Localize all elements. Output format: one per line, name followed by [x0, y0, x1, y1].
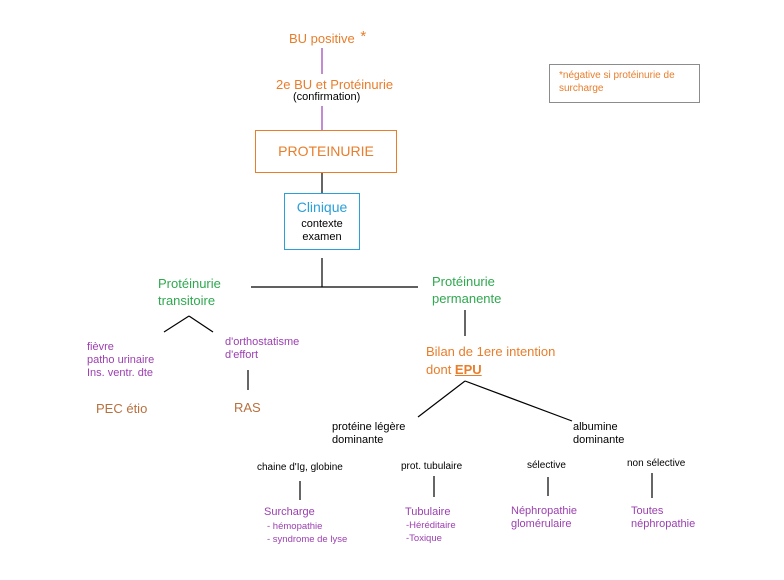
bilan-dont-text: dont [426, 362, 455, 377]
surcharge-item-lyse: - syndrome de lyse [267, 534, 348, 545]
proteinurie-box: PROTEINURIE [255, 130, 397, 173]
proteinurie-title: PROTEINURIE [278, 143, 374, 159]
legere-line1: protéine légère [332, 421, 406, 433]
non-selective-label: non sélective [627, 458, 686, 469]
transitoire-item-effort: d'effort [225, 349, 259, 361]
transitoire-item-ins-ventr: Ins. ventr. dte [87, 367, 154, 379]
note-line1: *négative si protéinurie de [559, 70, 675, 81]
clinique-contexte: contexte [301, 218, 343, 230]
epu-label: EPU [454, 362, 482, 377]
connector-transitoire-right [188, 315, 214, 333]
prot-tubulaire-label: prot. tubulaire [401, 461, 463, 472]
connector-bilan-left [417, 380, 466, 418]
connector-bilan-right [464, 380, 573, 422]
albumine-line2: dominante [573, 434, 625, 446]
transitoire-item-orthostatisme: d'orthostatisme [225, 336, 300, 348]
nephropathie-line1: Néphropathie [511, 505, 578, 517]
chaine-ig-label: chaine d'Ig, globine [257, 462, 343, 473]
clinique-box: Clinique contexte examen [284, 193, 360, 250]
bilan-line2: dont EPU [426, 362, 482, 378]
toutes-line2: néphropathie [631, 518, 696, 530]
surcharge-title: Surcharge [264, 506, 315, 518]
tubulaire-title: Tubulaire [405, 506, 451, 518]
bu-positive-label: BU positive * [289, 28, 367, 49]
permanente-line1: Protéinurie [432, 274, 495, 289]
ras-label: RAS [234, 400, 261, 415]
permanente-line2: permanente [432, 291, 502, 306]
tubulaire-item-hereditaire: -Héréditaire [406, 520, 456, 531]
transitoire-item-patho: patho urinaire [87, 354, 155, 366]
second-bu-label: 2e BU et Protéinurie [276, 77, 394, 92]
selective-label: sélective [527, 460, 566, 471]
pec-etio-label: PEC étio [96, 401, 148, 416]
bu-positive-text: BU positive [289, 31, 355, 46]
legere-line2: dominante [332, 434, 384, 446]
transitoire-item-fievre: fièvre [87, 341, 114, 353]
clinique-title: Clinique [296, 199, 348, 215]
nephropathie-line2: glomérulaire [511, 518, 572, 530]
connector-transitoire-left [163, 315, 190, 333]
surcharge-item-hemopathie: - hémopathie [267, 521, 323, 532]
albumine-line1: albumine [573, 421, 618, 433]
transitoire-line2: transitoire [158, 293, 216, 308]
note-line2: surcharge [559, 83, 604, 94]
clinique-examen: examen [302, 231, 342, 243]
confirmation-label: (confirmation) [293, 91, 361, 103]
tubulaire-item-toxique: -Toxique [406, 533, 442, 544]
toutes-line1: Toutes [631, 505, 664, 517]
bilan-line1: Bilan de 1ere intention [426, 344, 556, 359]
note-box: *négative si protéinurie de surcharge [549, 64, 700, 103]
asterisk-mark: * [360, 28, 367, 45]
transitoire-line1: Protéinurie [158, 276, 221, 291]
